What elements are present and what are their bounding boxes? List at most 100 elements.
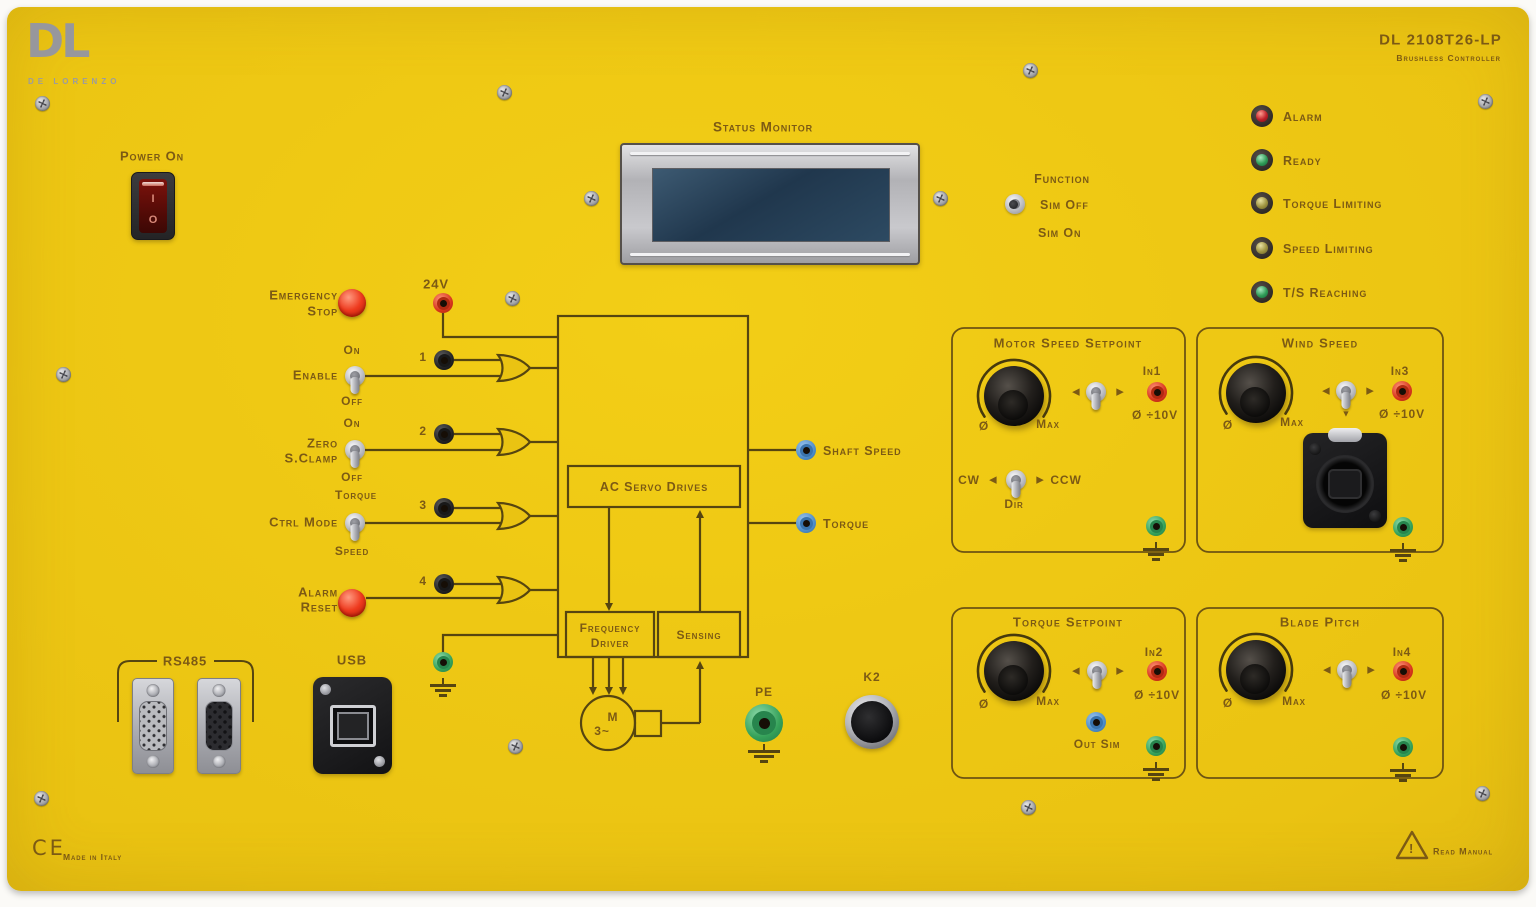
screw [56,367,71,382]
shaft-speed-jack[interactable] [796,440,816,460]
lcd-display [620,143,920,265]
db9-standoff [212,755,226,768]
ground-icon [1143,768,1169,783]
power-off-mark: O [148,214,158,226]
torque-setpoint-knob[interactable] [984,641,1044,701]
arrow-left-icon: ◀ [1072,386,1080,397]
in3-range-label: Ø ÷10V [1378,407,1426,421]
enable-toggle[interactable] [345,366,365,386]
direction-toggle[interactable] [1006,470,1026,490]
pe-ground-icon [748,750,780,765]
k2-label: K2 [863,670,881,684]
knob-max-label: Max [1280,415,1304,429]
zero-clamp-label-1: Zero [306,435,338,451]
motor-phase-label: 3~ [594,724,610,738]
in4-label: In4 [1392,645,1412,659]
pe-label: PE [755,685,773,699]
in3-jack[interactable] [1392,381,1412,401]
k2-din-connector[interactable] [845,695,899,749]
power-label: Power On [119,148,185,164]
alarm-reset-button[interactable] [338,589,366,617]
torque-ground-jack[interactable] [1146,736,1166,756]
arrow-right-icon: ▶ [1116,665,1124,676]
knob-zero-label: Ø [1222,696,1234,710]
out-sim-label: Out Sim [1073,737,1121,751]
brand-name: De Lorenzo [28,77,121,86]
motor-speed-source-toggle[interactable] [1086,382,1106,402]
sim-off-label: Sim Off [1040,197,1089,212]
emergency-stop-button[interactable] [338,289,366,317]
screw [933,191,948,206]
alarm-led [1251,105,1273,127]
model-number: DL 2108T26-LP [1379,31,1502,49]
frequency-driver-label-1: Frequency [579,621,641,635]
screw [1478,94,1493,109]
24v-jack[interactable] [433,293,453,313]
status-monitor-label: Status Monitor [712,119,814,135]
wind-speed-source-toggle[interactable] [1336,381,1356,401]
arrow-left-icon: ◀ [1322,385,1330,396]
arrow-left-icon: ◀ [1323,664,1331,675]
emergency-stop-label-1: Emergency [269,287,338,303]
torque-limiting-led-label: Torque Limiting [1283,196,1383,211]
in1-jack[interactable] [1147,382,1167,402]
knob-max-label: Max [1036,417,1060,431]
ethercon-connector[interactable] [1303,428,1387,528]
pe-jack[interactable] [745,704,783,742]
db9-sockets [205,701,233,751]
input-2-jack[interactable] [434,424,454,444]
knob-zero-label: Ø [978,419,990,433]
input-3-jack[interactable] [434,498,454,518]
torque-jack[interactable] [796,513,816,533]
dir-label: Dir [1004,497,1024,511]
usb-b-connector[interactable] [313,677,392,774]
rs485-db9-male-connector[interactable] [132,678,174,774]
input-2-number: 2 [419,424,427,438]
brand-logo: DL [26,14,90,68]
motor-speed-knob[interactable] [984,366,1044,426]
motor-speed-ground-jack[interactable] [1146,516,1166,536]
input-1-jack[interactable] [434,350,454,370]
diagram-ground-jack[interactable] [433,652,453,672]
wind-speed-knob[interactable] [1226,363,1286,423]
24v-label: 24V [423,276,449,292]
in4-jack[interactable] [1393,661,1413,681]
in3-label: In3 [1390,364,1410,378]
ctrl-mode-toggle[interactable] [345,513,365,533]
wind-speed-ground-jack[interactable] [1393,517,1413,537]
zero-clamp-off-label: Off [341,470,363,484]
blade-pitch-source-toggle[interactable] [1337,660,1357,680]
function-toggle[interactable] [1005,194,1025,214]
power-rocker-switch[interactable]: I O [131,172,175,240]
warning-icon: ! [1409,841,1414,856]
out-sim-jack[interactable] [1086,712,1106,732]
torque-source-toggle[interactable] [1087,661,1107,681]
in2-jack[interactable] [1147,661,1167,681]
arrow-right-icon: ▶ [1366,385,1374,396]
in4-range-label: Ø ÷10V [1380,688,1428,702]
screw [505,291,520,306]
ctrl-mode-torque-label: Torque [334,488,378,502]
ready-led [1251,149,1273,171]
motor-m-label: M [607,710,619,724]
blade-pitch-ground-jack[interactable] [1393,737,1413,757]
input-1-number: 1 [419,350,427,364]
in2-label: In2 [1144,645,1164,659]
arrow-down-icon: ▼ [1341,408,1351,419]
ground-icon [430,684,456,699]
made-in-italy-label: Made in Italy [63,851,123,862]
screw-hole [1309,443,1321,455]
knob-max-label: Max [1282,694,1306,708]
input-4-jack[interactable] [434,574,454,594]
read-manual-label: Read Manual [1433,846,1494,857]
alarm-reset-label-2: Reset [300,599,338,615]
power-on-mark: I [151,193,155,205]
rs485-label: RS485 [162,653,208,669]
power-rocker[interactable]: I O [139,179,167,233]
blade-pitch-knob[interactable] [1226,640,1286,700]
in2-range-label: Ø ÷10V [1133,688,1181,702]
rs485-db9-female-connector[interactable] [197,678,241,774]
cw-label: CW [958,473,980,487]
zero-clamp-toggle[interactable] [345,440,365,460]
